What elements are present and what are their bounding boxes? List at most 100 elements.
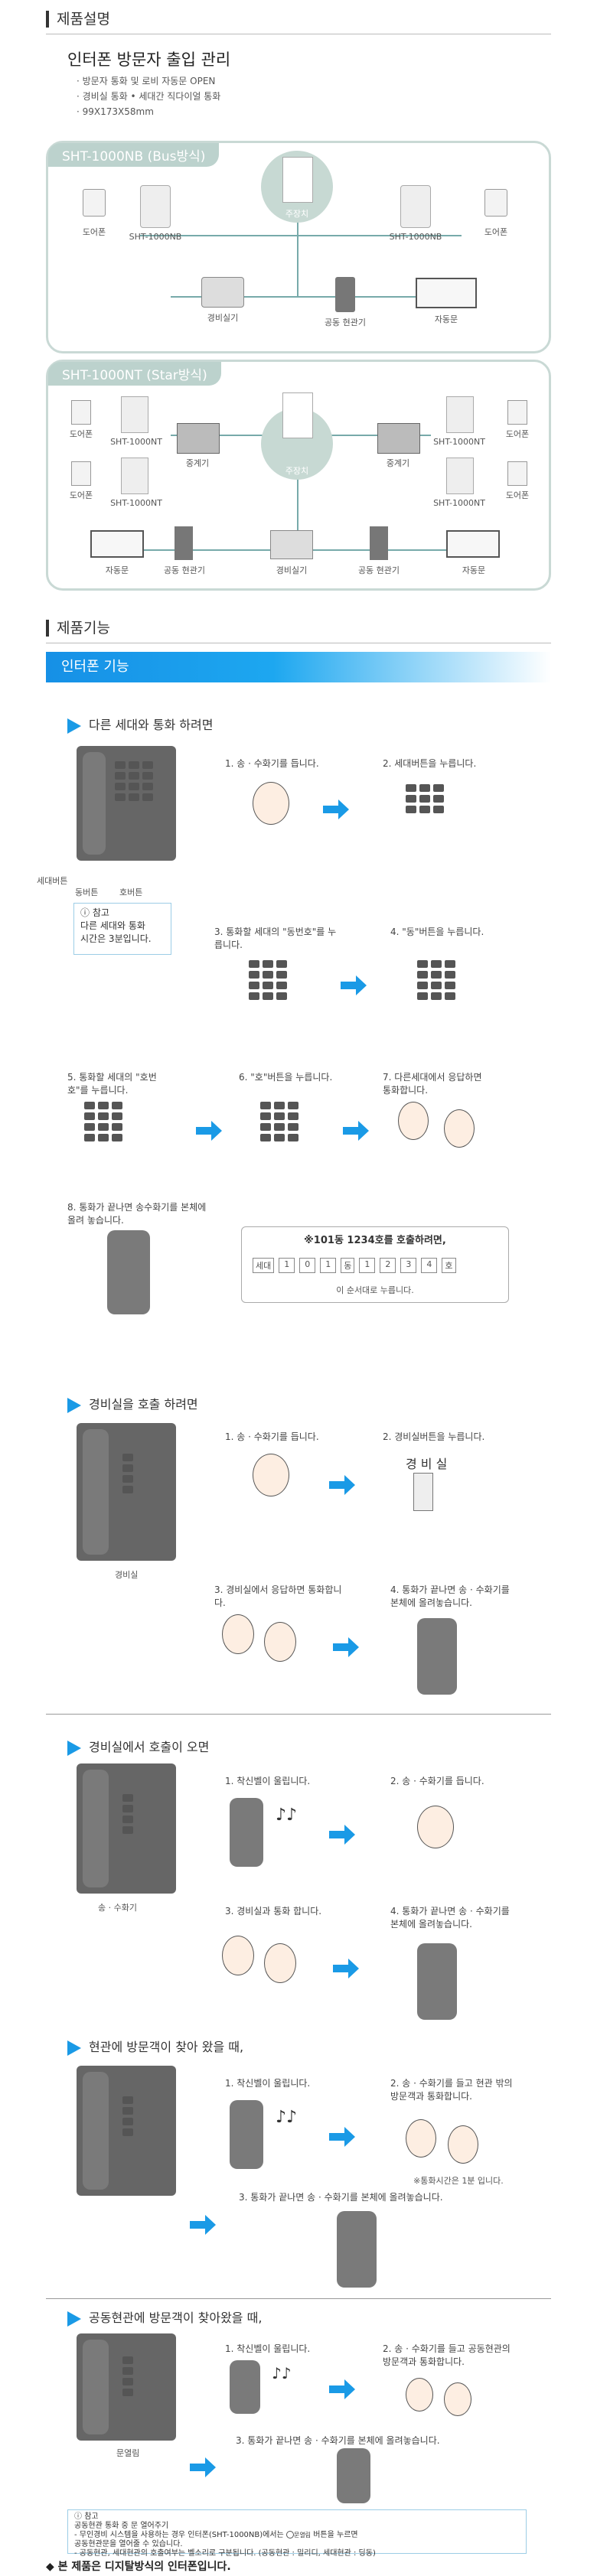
step: 1. 착신벨이 울립니다. bbox=[225, 1776, 311, 1786]
step: 3. 통화가 끝나면 송 · 수화기를 본체에 올려놓습니다. bbox=[236, 2435, 440, 2446]
hero-bullets: 방문자 통화 및 로비 자동문 OPEN 경비실 통화 • 세대간 직다이얼 통… bbox=[77, 73, 221, 119]
doorphone-icon bbox=[83, 189, 106, 217]
note-text: - 무인경비 시스템을 사용하는 경우 인터폰(SHT-1000NB)에서는 bbox=[74, 2531, 284, 2539]
intercom-icon bbox=[140, 185, 171, 228]
heading-call-house: 다른 세대와 통화 하려면 bbox=[67, 715, 213, 734]
intercom-device-illustration bbox=[77, 746, 176, 861]
step: 2. 송 · 수화기를 들고 공동현관의 방문객과 통화합니다. bbox=[383, 2343, 511, 2367]
heading-text: 다른 세대와 통화 하려면 bbox=[89, 718, 214, 732]
heading-text: 경비실을 호출 하려면 bbox=[89, 1397, 198, 1412]
note-line: 다른 세대와 통화 bbox=[80, 920, 145, 931]
heading-text: 공동현관에 방문객이 찾아왔을 때, bbox=[89, 2311, 263, 2325]
call-time-note: ※통화시간은 1분 입니다. bbox=[413, 2176, 504, 2186]
caption: SHT-1000NB bbox=[389, 232, 442, 242]
music-note-icon: ♪♪ bbox=[276, 1806, 298, 1825]
heading-text: 현관에 방문객이 찾아 왔을 때, bbox=[89, 2040, 244, 2054]
example-key: 3 bbox=[400, 1258, 417, 1273]
example-key: 1 bbox=[359, 1258, 376, 1273]
keypad-icon bbox=[122, 1794, 133, 1834]
arrow-right-icon bbox=[323, 800, 349, 819]
footer-note: ◆ 본 제품은 디지탈방식의 인터폰입니다. bbox=[46, 2561, 231, 2573]
caption: SHT-1000NT bbox=[433, 437, 485, 447]
label-door-open: 문열림 bbox=[116, 2448, 140, 2458]
label-handset: 송 · 수화기 bbox=[98, 1903, 137, 1913]
person-on-phone-icon bbox=[222, 1614, 254, 1654]
music-note-icon: ♪♪ bbox=[272, 2364, 292, 2382]
keypad-icon bbox=[249, 960, 287, 1000]
caption: 자동문 bbox=[105, 565, 129, 575]
heading-visitor-door: 현관에 방문객이 찾아 왔을 때, bbox=[67, 2037, 243, 2056]
example-key: 호 bbox=[442, 1258, 456, 1273]
example-key: 1 bbox=[320, 1258, 337, 1273]
note-line: - 공동현관, 세대현관의 호출여부는 벨소리로 구분됩니다. (공동현관 : … bbox=[74, 2549, 376, 2558]
main-unit-icon bbox=[282, 392, 313, 438]
example-footer: 이 순서대로 누릅니다. bbox=[336, 1285, 414, 1295]
arrow-right-icon bbox=[343, 1121, 369, 1141]
person-on-phone-icon bbox=[417, 1806, 454, 1848]
caption: 공동 현관기 bbox=[163, 565, 206, 575]
intercom-icon bbox=[121, 458, 148, 494]
example-key: 세대 bbox=[253, 1258, 275, 1273]
arrow-right-icon bbox=[329, 1825, 355, 1845]
door-open-icon bbox=[285, 2531, 294, 2539]
caption: 주장치 bbox=[285, 466, 309, 476]
step: 1. 착신벨이 울립니다. bbox=[225, 2078, 311, 2089]
keypad-icon bbox=[115, 761, 153, 801]
play-triangle-icon bbox=[67, 2311, 81, 2327]
arrow-right-icon bbox=[333, 1959, 359, 1978]
intercom-device-illustration bbox=[337, 2211, 377, 2288]
hero-bullet: 경비실 통화 • 세대간 직다이얼 통화 bbox=[77, 89, 221, 104]
play-triangle-icon bbox=[67, 2040, 81, 2056]
keypad-icon bbox=[122, 1454, 133, 1493]
keypad-icon bbox=[406, 784, 444, 813]
person-on-phone-icon bbox=[264, 1622, 296, 1662]
person-on-phone-icon bbox=[448, 2125, 478, 2164]
note-text: 버튼을 누르면 bbox=[313, 2531, 358, 2539]
caption: 공동 현관기 bbox=[324, 318, 367, 327]
intercom-function-bar: 인터폰 기능 bbox=[46, 652, 551, 682]
keypad-icon bbox=[122, 2096, 133, 2136]
caption: 공동 현관기 bbox=[357, 565, 400, 575]
label-ho-button: 호버튼 bbox=[119, 887, 143, 897]
info-icon: ⓘ bbox=[80, 907, 90, 918]
step: 8. 통화가 끝나면 송수화기를 본체에 올려 놓습니다. bbox=[67, 1202, 207, 1226]
intercom-device-illustration bbox=[230, 2100, 263, 2169]
arrow-right-icon bbox=[329, 1475, 355, 1495]
caption: 경비실기 bbox=[276, 565, 308, 575]
step: 2. 송 · 수화기를 듭니다. bbox=[390, 1776, 484, 1786]
note-title: 참고 bbox=[84, 2512, 99, 2521]
note-box: ⓘ 참고 다른 세대와 통화 시간은 3분입니다. bbox=[73, 903, 171, 955]
caption: SHT-1000NT bbox=[433, 498, 485, 508]
keypad-icon bbox=[122, 2356, 133, 2396]
intercom-device-illustration bbox=[337, 2448, 370, 2503]
diagram-bus-label: SHT-1000NB (Bus방식) bbox=[48, 143, 220, 167]
intercom-device-illustration bbox=[107, 1230, 150, 1314]
heading-visitor-lobby: 공동현관에 방문객이 찾아왔을 때, bbox=[67, 2307, 262, 2327]
doorphone-icon bbox=[484, 189, 507, 217]
caption: SHT-1000NB bbox=[129, 232, 182, 242]
intercom-device-illustration bbox=[417, 1943, 457, 2020]
caption: 자동문 bbox=[434, 314, 458, 324]
step: 2. 송 · 수화기를 들고 현관 밖의 방문객과 통화합니다. bbox=[390, 2078, 513, 2102]
door-open-icon-label: 문열림 bbox=[293, 2532, 312, 2539]
person-on-phone-icon bbox=[444, 2382, 471, 2416]
label-dong-button: 동버튼 bbox=[75, 887, 99, 897]
person-on-phone-icon bbox=[406, 2119, 436, 2158]
step: 1. 송 · 수화기를 듭니다. bbox=[225, 758, 319, 769]
intercom-device-illustration bbox=[77, 2333, 176, 2441]
section-title-product-func: 제품기능 bbox=[46, 620, 110, 637]
example-box: ※101동 1234호를 호출하려면, 세대 1 0 1 동 1 2 3 4 호… bbox=[241, 1226, 509, 1303]
caption: 도어폰 bbox=[484, 227, 508, 237]
step: 2. 경비실버튼을 누릅니다. bbox=[383, 1431, 485, 1442]
example-key-sequence: 세대 1 0 1 동 1 2 3 4 호 bbox=[253, 1258, 456, 1273]
intercom-device-illustration bbox=[77, 1763, 176, 1894]
hero-bullet: 방문자 통화 및 로비 자동문 OPEN bbox=[77, 73, 220, 89]
hero-title: 인터폰 방문자 출입 관리 bbox=[67, 50, 231, 69]
step: 5. 통화할 세대의 "호번호"를 누릅니다. bbox=[67, 1072, 157, 1096]
intercom-device-illustration bbox=[77, 2066, 176, 2196]
example-key: 4 bbox=[421, 1258, 438, 1273]
step: 3. 경비실에서 응답하면 통화합니다. bbox=[214, 1584, 342, 1608]
step: 7. 다른세대에서 응답하면 통화합니다. bbox=[383, 1072, 482, 1096]
note-line: 공동현관문을 열어줄 수 있습니다. bbox=[74, 2540, 183, 2548]
play-triangle-icon bbox=[67, 1397, 81, 1413]
